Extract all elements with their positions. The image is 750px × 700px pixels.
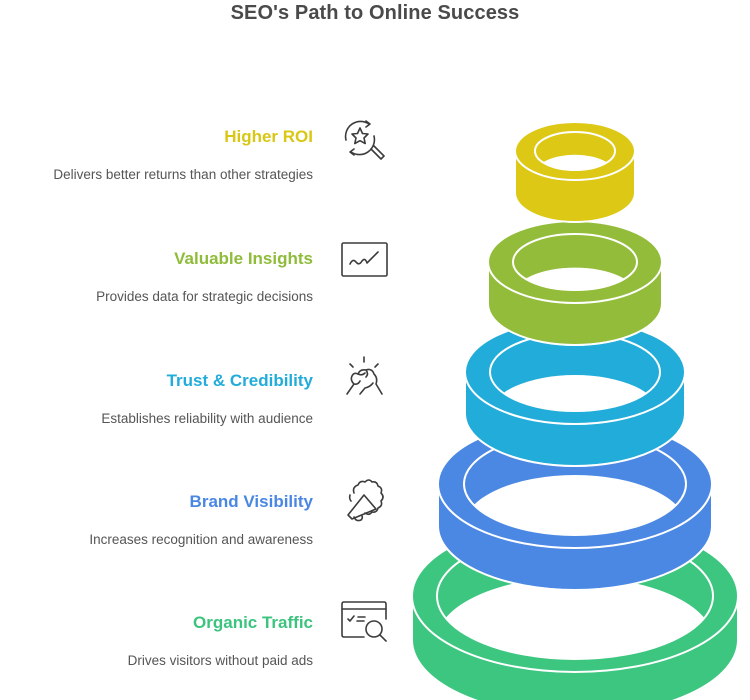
item-organic-traffic: Organic Traffic Drives visitors without … bbox=[128, 613, 313, 669]
item-heading: Valuable Insights bbox=[174, 249, 313, 268]
ring-top-edge bbox=[487, 261, 663, 304]
item-heading: Trust & Credibility bbox=[166, 371, 313, 390]
star-search-cycle-icon bbox=[336, 114, 392, 164]
item-heading: Brand Visibility bbox=[189, 492, 313, 511]
item-description: Increases recognition and awareness bbox=[89, 532, 313, 547]
ring-top-edge bbox=[411, 595, 739, 673]
ring-inner-wall bbox=[535, 132, 615, 170]
ring-top-face bbox=[515, 122, 635, 180]
ring-inner-rim bbox=[534, 131, 616, 171]
item-heading: Organic Traffic bbox=[193, 613, 313, 632]
ring-top-edge bbox=[464, 371, 686, 425]
ring-outline bbox=[487, 220, 663, 346]
ring-valuable-insights bbox=[487, 220, 663, 346]
handshake-icon bbox=[336, 354, 392, 404]
megaphone-badge-icon bbox=[336, 475, 392, 525]
item-valuable-insights: Valuable Insights Provides data for stra… bbox=[96, 249, 313, 305]
ring-inner-wall bbox=[490, 333, 660, 411]
item-description: Delivers better returns than other strat… bbox=[53, 167, 313, 182]
ring-top-edge bbox=[514, 150, 636, 181]
ring-top-edge bbox=[437, 483, 713, 549]
ring-outline bbox=[514, 121, 636, 223]
ring-trust-credibility bbox=[464, 319, 686, 467]
item-higher-roi: Higher ROI Delivers better returns than … bbox=[53, 127, 313, 183]
item-trust-credibility: Trust & Credibility Establishes reliabil… bbox=[101, 371, 313, 427]
item-heading: Higher ROI bbox=[224, 127, 313, 146]
page-title: SEO's Path to Online Success bbox=[230, 2, 520, 24]
line-chart-icon bbox=[336, 236, 392, 286]
item-description: Drives visitors without paid ads bbox=[127, 653, 313, 668]
item-description: Establishes reliability with audience bbox=[101, 411, 313, 426]
ring-inner-rim bbox=[512, 233, 638, 291]
item-description: Provides data for strategic decisions bbox=[96, 289, 313, 304]
ring-inner-wall bbox=[513, 234, 637, 290]
ring-higher-roi bbox=[514, 121, 636, 223]
item-brand-visibility: Brand Visibility Increases recognition a… bbox=[89, 492, 313, 548]
browser-search-icon bbox=[336, 597, 392, 647]
